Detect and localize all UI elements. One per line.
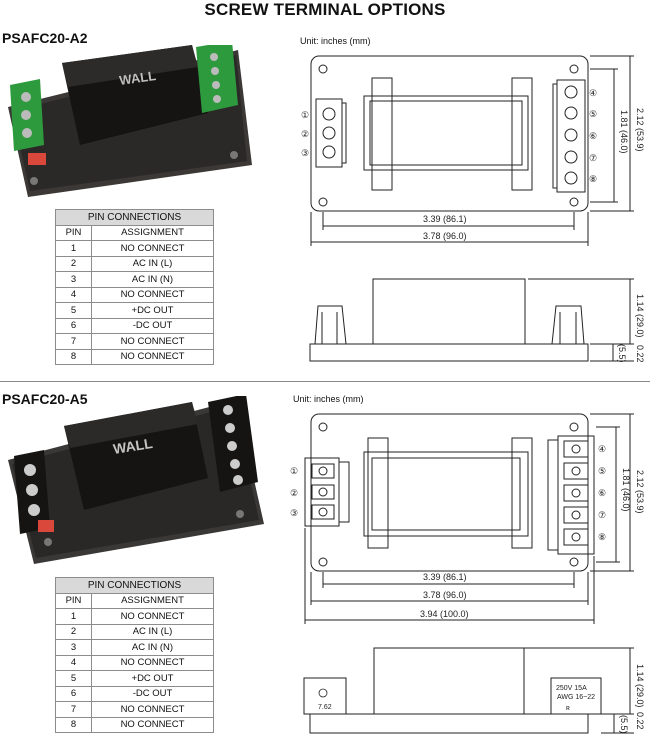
mounting-hole-icon: [318, 557, 328, 567]
dim-1-14: 1.14 (29.0): [635, 664, 645, 708]
pin-mark-3: ③: [301, 148, 309, 158]
product-brand-a2: WALL: [118, 68, 157, 88]
a5-base-outline: [310, 413, 589, 572]
dim-1-81: 1.81 (46.0): [621, 468, 631, 512]
unit-note-a2: Unit: inches (mm): [300, 36, 371, 46]
pin-mark-6: ⑥: [598, 488, 606, 498]
dim-1-14: 1.14 (29.0): [635, 294, 645, 338]
dim-3-39: 3.39 (86.1): [423, 572, 467, 582]
dim-3-94: 3.94 (100.0): [420, 609, 469, 619]
unit-note-a5: Unit: inches (mm): [293, 394, 364, 404]
dim-3-78: 3.78 (96.0): [423, 231, 467, 241]
pin-mark-2: ②: [290, 488, 298, 498]
a2-base-outline: [310, 55, 589, 212]
dim-2-12: 2.12 (53.9): [635, 470, 645, 514]
model-title-a5: PSAFC20-A5: [2, 391, 88, 407]
dim-5-5: (5.5): [617, 344, 627, 363]
mounting-hole-icon: [569, 197, 579, 207]
assignment-cell: NO CONNECT: [91, 348, 214, 365]
pin-mark-1: ①: [290, 466, 298, 476]
mounting-hole-icon: [318, 422, 328, 432]
product-brand-a5: WALL: [112, 435, 154, 457]
table-row: 5+DC OUT: [55, 302, 214, 319]
pin-mark-2: ②: [301, 129, 309, 139]
dim-0-22: 0.22: [635, 345, 645, 363]
pin-mark-1: ①: [301, 110, 309, 120]
dim-1-81: 1.81 (46.0): [619, 110, 629, 154]
pin-mark-6: ⑥: [589, 131, 597, 141]
pitch-label: 7.62: [318, 704, 332, 711]
pin-table-caption: PIN CONNECTIONS: [55, 577, 214, 594]
table-row: 6-DC OUT: [55, 317, 214, 334]
ul-recognized-icon: ʀ: [566, 705, 570, 712]
pin-mark-8: ⑧: [598, 532, 606, 542]
ul-mark-icon: [318, 688, 328, 698]
mounting-hole-icon: [318, 64, 328, 74]
product-photo-a2: WALL: [8, 45, 252, 197]
product-photo-a5: WALL: [8, 396, 264, 564]
pin-mark-7: ⑦: [589, 153, 597, 163]
dim-0-22: 0.22: [635, 712, 645, 730]
dim-5-5: (5.5): [619, 715, 629, 734]
mounting-hole-icon: [569, 422, 579, 432]
table-row: 6-DC OUT: [55, 685, 214, 702]
page-title: SCREW TERMINAL OPTIONS: [204, 0, 446, 19]
mounting-hole-icon: [569, 64, 579, 74]
pin-mark-5: ⑤: [589, 109, 597, 119]
pin-mark-3: ③: [290, 508, 298, 518]
pin-mark-4: ④: [598, 444, 606, 454]
pin-mark-8: ⑧: [589, 174, 597, 184]
pin-mark-7: ⑦: [598, 510, 606, 520]
mounting-hole-icon: [318, 197, 328, 207]
pin-mark-5: ⑤: [598, 466, 606, 476]
assignment-cell: NO CONNECT: [91, 716, 214, 733]
pin-cell: 8: [55, 348, 92, 365]
pin-table-caption: PIN CONNECTIONS: [55, 209, 214, 226]
mounting-hole-icon: [569, 557, 579, 567]
output-terminal-block: [557, 435, 595, 555]
dim-2-12: 2.12 (53.9): [635, 108, 645, 152]
wire-gauge: AWG 16~22: [557, 694, 595, 701]
dim-3-78: 3.78 (96.0): [423, 590, 467, 600]
terminal-rating: 250V 15A: [556, 685, 587, 692]
model-title-a2: PSAFC20-A2: [2, 30, 88, 46]
pin-mark-4: ④: [589, 88, 597, 98]
dim-3-39: 3.39 (86.1): [423, 214, 467, 224]
section-divider: [0, 381, 650, 382]
